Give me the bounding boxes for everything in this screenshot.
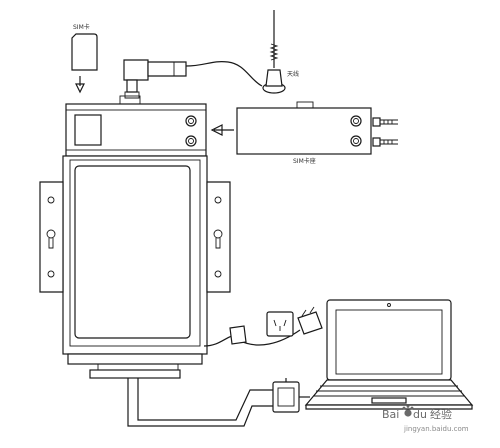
antenna-icon xyxy=(262,10,286,94)
watermark-url: jingyan.baidu.com xyxy=(403,425,469,433)
down-arrow-icon xyxy=(75,76,85,94)
antenna-label: 天线 xyxy=(287,70,299,78)
right-mounting-ear xyxy=(206,181,231,293)
sma-connector xyxy=(123,59,187,99)
power-adapter-icon xyxy=(229,306,323,345)
sim-holder-label: SIM卡座 xyxy=(293,157,316,165)
paw-icon xyxy=(402,405,414,417)
dtu-main-body xyxy=(62,155,208,379)
sim-holder-module xyxy=(236,101,372,155)
power-outlet-icon xyxy=(266,311,294,337)
antenna-cable xyxy=(185,60,263,87)
sim-card-label: SIM卡 xyxy=(73,23,90,31)
watermark-du: du xyxy=(413,408,427,421)
dtu-top-panel xyxy=(65,95,207,157)
watermark-brand: Bai xyxy=(382,408,399,421)
baidu-watermark: Bai du 经验 jingyan.baidu.com xyxy=(382,405,469,433)
left-arrow-icon xyxy=(210,124,234,136)
sim-card-icon xyxy=(71,33,98,71)
left-mounting-ear xyxy=(39,181,64,293)
laptop-icon xyxy=(304,299,474,410)
watermark-suffix: 经验 xyxy=(430,407,452,421)
serial-connector-icon xyxy=(272,378,310,413)
screw-icon xyxy=(372,117,398,147)
